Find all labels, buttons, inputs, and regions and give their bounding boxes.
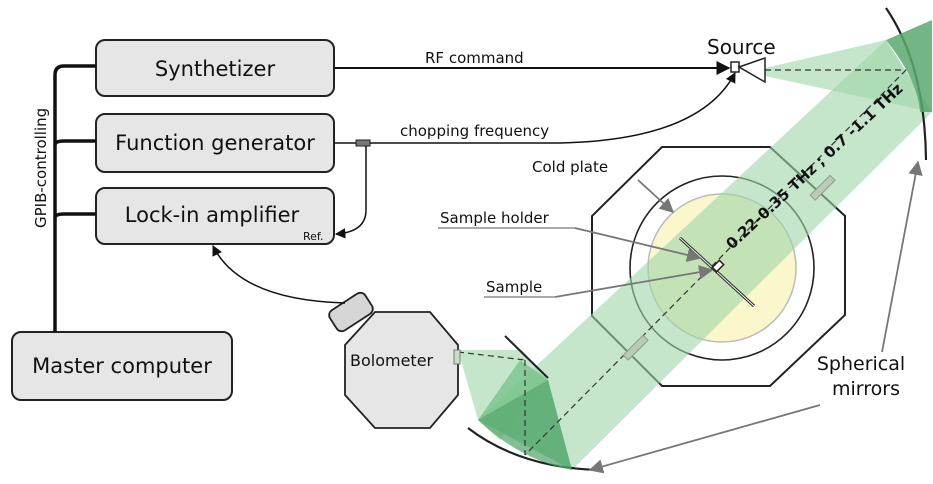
chopping-label: chopping frequency	[400, 122, 549, 140]
sample-label: Sample	[486, 278, 542, 296]
t-connector	[355, 139, 371, 147]
bolometer	[328, 291, 461, 429]
gpib-label: GPIB-controlling	[32, 108, 50, 228]
bolometer-label: Bolometer	[350, 351, 434, 370]
source-label: Source	[707, 35, 776, 59]
source-horn	[730, 56, 766, 84]
chopping-line	[370, 72, 736, 144]
cryostat-windows	[622, 174, 836, 361]
optical-axis	[457, 69, 907, 456]
reference-line	[334, 146, 367, 239]
sample-leader	[554, 265, 714, 298]
gpib-bus	[53, 64, 96, 332]
cold-plate-label: Cold plate	[532, 158, 608, 176]
lockin-label: Lock-in amplifier	[125, 203, 300, 227]
bolometer-signal-line	[212, 245, 346, 304]
mirror-leader-bottom	[588, 404, 821, 474]
master-computer-box	[11, 331, 233, 401]
cryostat-inner-shield	[629, 175, 815, 361]
mirror-top-right	[885, 7, 932, 161]
mirror-leader-top	[881, 160, 923, 353]
master-computer-label: Master computer	[32, 354, 212, 378]
rf-command-label: RF command	[425, 49, 524, 67]
sample	[711, 259, 725, 273]
cold-plate-leader	[637, 179, 675, 213]
spherical-label-1: Spherical	[817, 353, 905, 375]
lockin-ref-label: Ref.	[303, 230, 324, 243]
fold-mirror	[504, 335, 549, 379]
sample-holder-leader	[574, 227, 702, 262]
synthetizer-label: Synthetizer	[155, 57, 276, 81]
lockin-box	[95, 187, 335, 245]
sample-holder-label: Sample holder	[440, 209, 550, 227]
function-generator-label: Function generator	[115, 131, 315, 155]
spherical-label-2: mirrors	[832, 378, 900, 400]
beam-diagonal	[478, 40, 932, 470]
